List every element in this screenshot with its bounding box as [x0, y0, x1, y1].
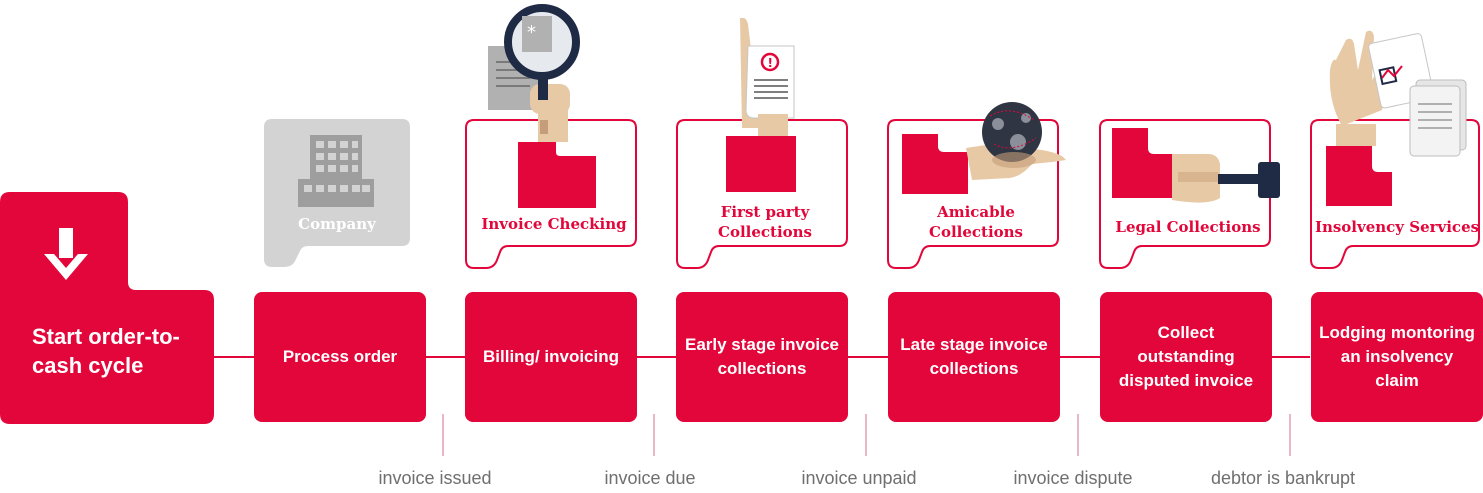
svg-text:!: ! [768, 56, 773, 70]
step-label: Collect outstanding disputed invoice [1118, 323, 1254, 390]
event-label-invoice-issued: invoice issued [378, 468, 492, 488]
event-tick [865, 414, 867, 456]
service-label-invoice-checking: Invoice Checking [481, 215, 627, 233]
event-label-invoice-unpaid: invoice unpaid [801, 468, 917, 488]
company-label: Company [298, 215, 376, 233]
svg-text:*: * [527, 22, 536, 43]
step-disputed: Collect outstanding disputed invoice [1100, 292, 1272, 422]
event-label-invoice-due: invoice due [604, 468, 696, 488]
step-label: Late stage invoice collections [900, 335, 1048, 378]
service-card-first-party [676, 119, 848, 269]
service-label-amicable: Amicable Collections [929, 203, 1023, 241]
step-label: Early stage invoice collections [684, 335, 840, 378]
step-late-stage: Late stage invoice collections [888, 292, 1060, 422]
service-label-insolvency: Insolvency Services [1314, 218, 1480, 236]
gavel-icon [1112, 128, 1280, 203]
event-tick [1077, 414, 1079, 456]
event-label-invoice-dispute: invoice dispute [1013, 468, 1133, 488]
down-arrow-icon [44, 228, 88, 280]
step-billing: Billing/ invoicing [465, 292, 637, 422]
magnifying-glass-icon: * [488, 4, 596, 208]
step-label: Lodging montoring an insolvency claim [1319, 323, 1475, 390]
step-early-stage: Early stage invoice collections [676, 292, 848, 422]
step-label: Billing/ invoicing [483, 347, 619, 366]
documents-icon [1326, 30, 1467, 206]
warning-document-icon: ! [726, 18, 796, 192]
event-tick [442, 414, 444, 456]
event-tick [653, 414, 655, 456]
building-icon [298, 135, 374, 207]
service-label-legal: Legal Collections [1115, 218, 1261, 236]
step-label: Process order [282, 347, 398, 366]
event-tick [1289, 414, 1291, 456]
service-label-first-party: First party Collections [718, 203, 812, 241]
start-block [0, 192, 214, 424]
event-label-debtor-bankrupt: debtor is bankrupt [1210, 468, 1356, 488]
step-insolvency-claim: Lodging montoring an insolvency claim [1311, 292, 1483, 422]
globe-icon [902, 102, 1066, 194]
start-label: Start order-to-cash cycle [32, 324, 180, 378]
step-process-order: Process order [254, 292, 426, 422]
